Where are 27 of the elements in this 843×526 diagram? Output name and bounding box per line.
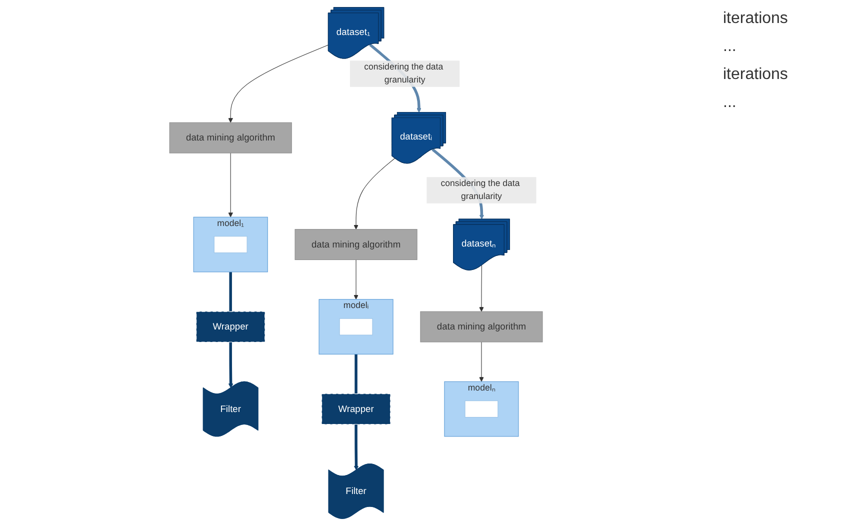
node-box: Wrapper [196,311,266,342]
cluster: modelₙ [444,381,520,437]
edge-label: considering the data granularity [364,62,444,85]
arrow [480,342,484,382]
cluster: model₁ [194,216,268,272]
cluster: modelᵢ [319,299,394,354]
node-box: data mining algorithm [420,311,544,342]
arrow [228,342,234,388]
node-box: Wrapper [322,394,392,425]
connector [355,354,358,394]
arrow [354,259,359,300]
node-box [214,236,248,254]
node-box: data mining algorithm [170,122,292,154]
note-text: ... [723,94,738,112]
arrow [480,265,484,312]
note-text: iterations [723,66,789,84]
edge-label: considering the data granularity [441,178,520,202]
note-text: ... [723,38,738,56]
connector [230,272,232,312]
node-box [465,400,499,418]
arrow [228,152,234,218]
note-text: iterations [723,10,789,28]
arrow [228,44,330,123]
node-box [340,318,374,336]
node-box: data mining algorithm [295,229,418,260]
arrow [354,158,396,230]
arrow [354,424,360,470]
